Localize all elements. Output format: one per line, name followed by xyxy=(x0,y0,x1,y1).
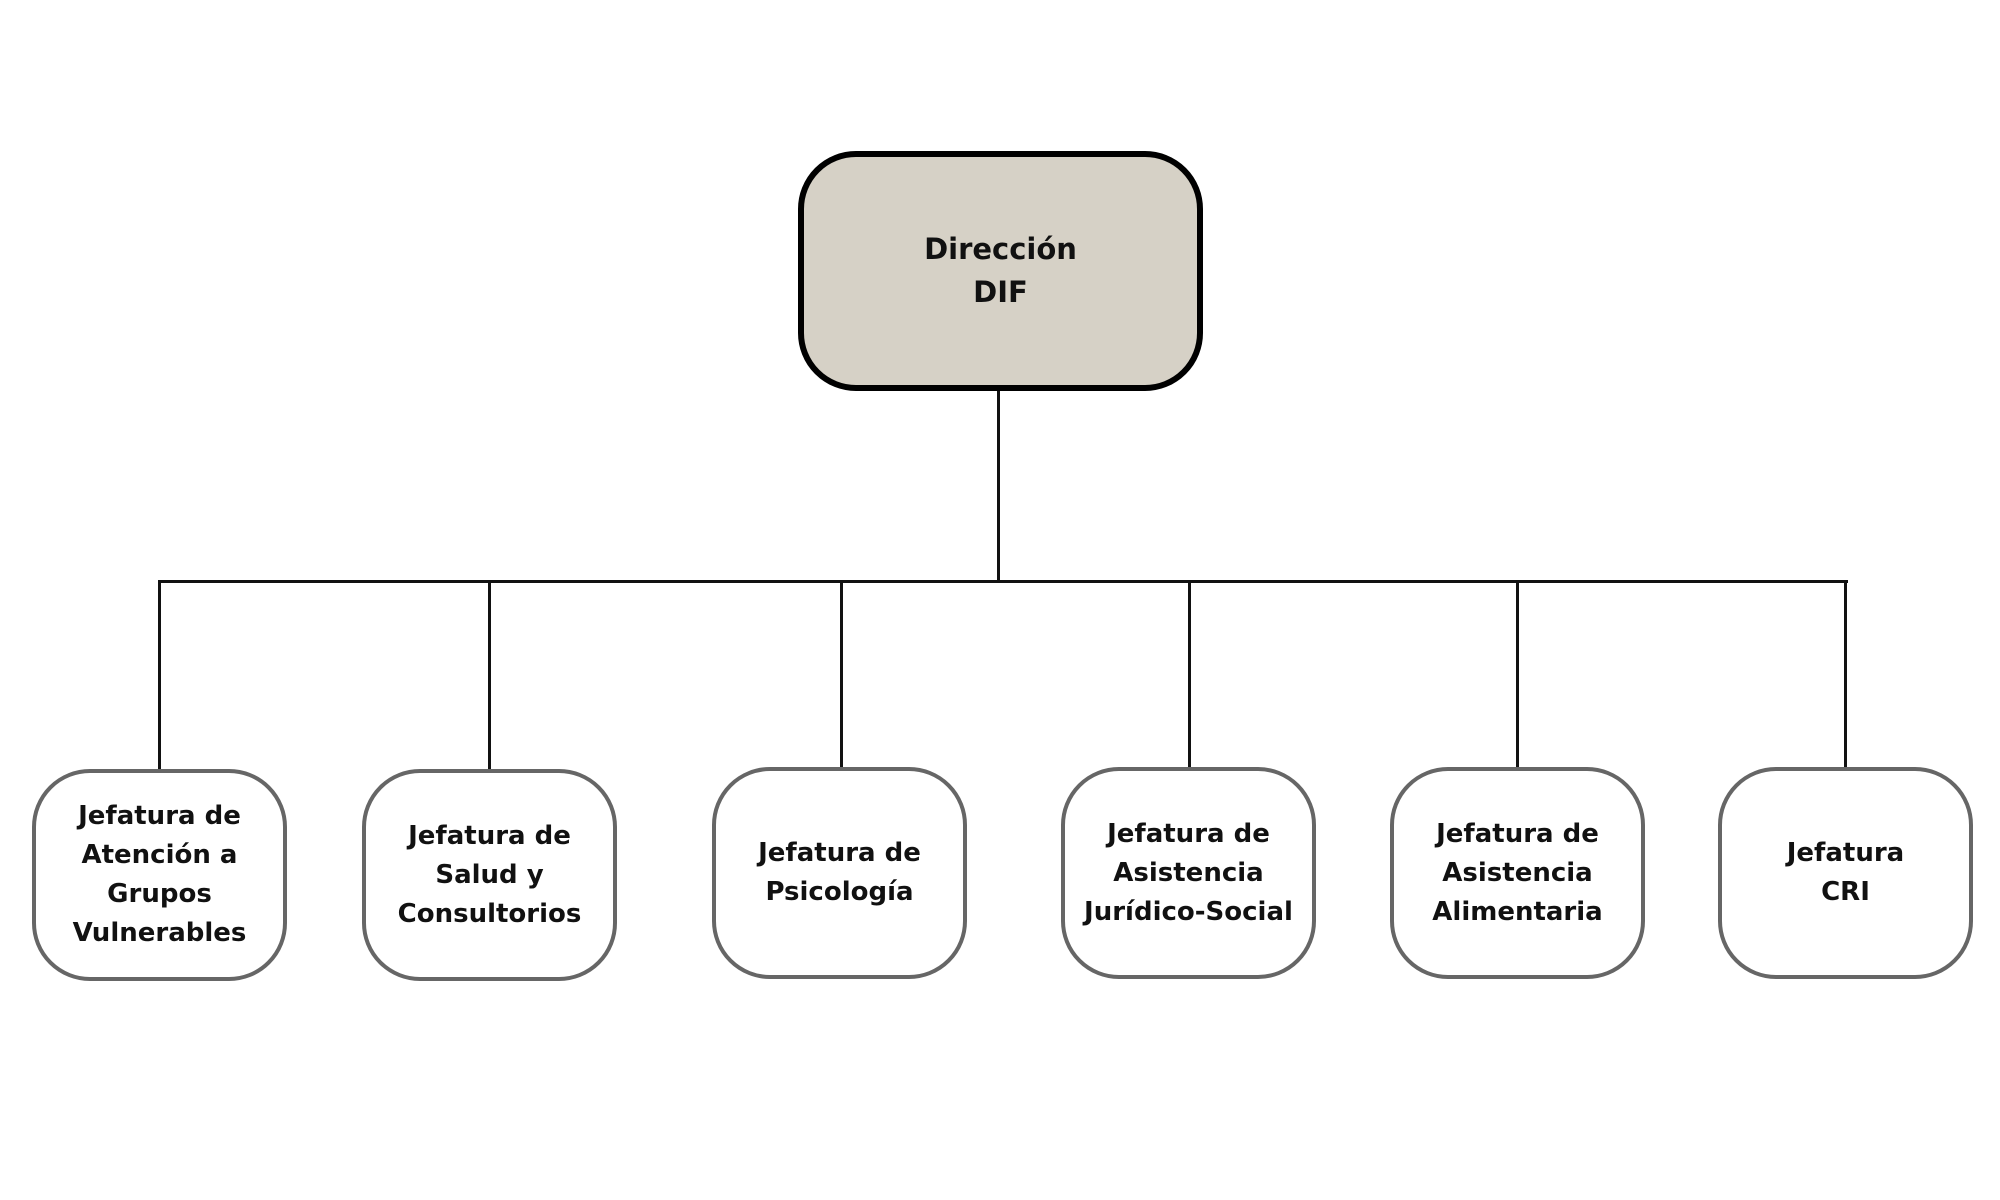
node-psicologia: Jefatura de Psicología xyxy=(712,767,967,979)
connector-root-down xyxy=(997,391,1000,582)
node-grupos-vulnerables: Jefatura de Atención a Grupos Vulnerable… xyxy=(32,769,287,981)
node-label: Jefatura de Atención a Grupos Vulnerable… xyxy=(72,801,247,948)
node-label: Jefatura de Psicología xyxy=(758,838,921,907)
node-salud-consultorios: Jefatura de Salud y Consultorios xyxy=(362,769,617,981)
connector-horizontal-bus xyxy=(158,580,1848,583)
connector-child-5 xyxy=(1516,580,1519,770)
connector-child-2 xyxy=(488,580,491,770)
node-label: Jefatura de Asistencia Jurídico-Social xyxy=(1084,818,1293,927)
node-alimentaria: Jefatura de Asistencia Alimentaria xyxy=(1390,767,1645,979)
node-label: Jefatura CRI xyxy=(1786,838,1905,907)
node-label: Dirección DIF xyxy=(924,232,1077,309)
connector-child-1 xyxy=(158,580,161,770)
node-label: Jefatura de Salud y Consultorios xyxy=(397,820,582,929)
node-direccion-dif: Dirección DIF xyxy=(798,151,1203,391)
node-cri: Jefatura CRI xyxy=(1718,767,1973,979)
node-label: Jefatura de Asistencia Alimentaria xyxy=(1432,818,1603,927)
connector-child-4 xyxy=(1188,580,1191,770)
node-juridico-social: Jefatura de Asistencia Jurídico-Social xyxy=(1061,767,1316,979)
connector-child-3 xyxy=(840,580,843,770)
connector-child-6 xyxy=(1844,580,1847,770)
